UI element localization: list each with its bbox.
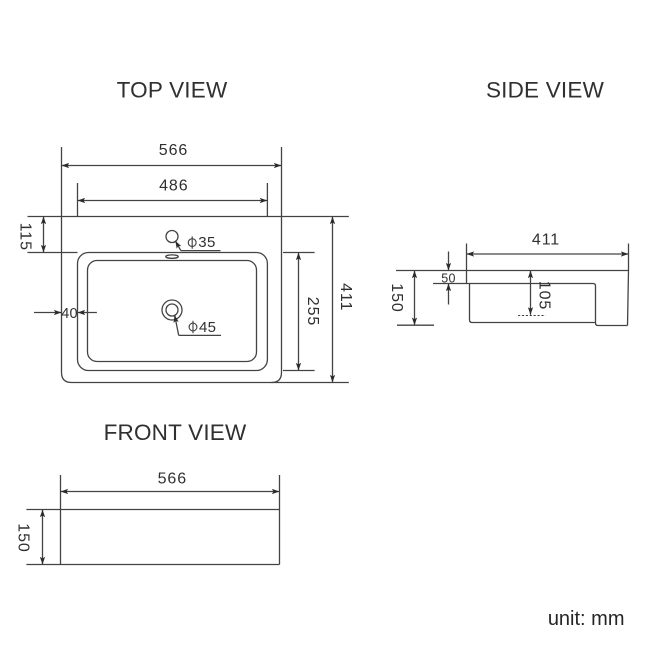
- svg-text:411: 411: [532, 231, 560, 248]
- svg-text:35: 35: [198, 234, 215, 251]
- svg-text:115: 115: [16, 223, 33, 251]
- svg-text:FRONT VIEW: FRONT VIEW: [104, 420, 247, 445]
- svg-text:411: 411: [337, 283, 354, 311]
- svg-text:566: 566: [158, 471, 187, 488]
- svg-text:150: 150: [388, 283, 405, 312]
- svg-text:50: 50: [441, 271, 456, 285]
- svg-text:45: 45: [199, 319, 216, 336]
- svg-text:unit: mm: unit: mm: [548, 608, 625, 630]
- svg-text:40: 40: [61, 306, 78, 322]
- svg-text:255: 255: [304, 297, 321, 326]
- svg-text:486: 486: [159, 177, 188, 194]
- svg-text:150: 150: [14, 523, 31, 552]
- svg-text:SIDE VIEW: SIDE VIEW: [486, 77, 605, 102]
- svg-text:105: 105: [536, 281, 553, 310]
- svg-text:566: 566: [159, 142, 188, 159]
- svg-text:TOP VIEW: TOP VIEW: [117, 77, 228, 102]
